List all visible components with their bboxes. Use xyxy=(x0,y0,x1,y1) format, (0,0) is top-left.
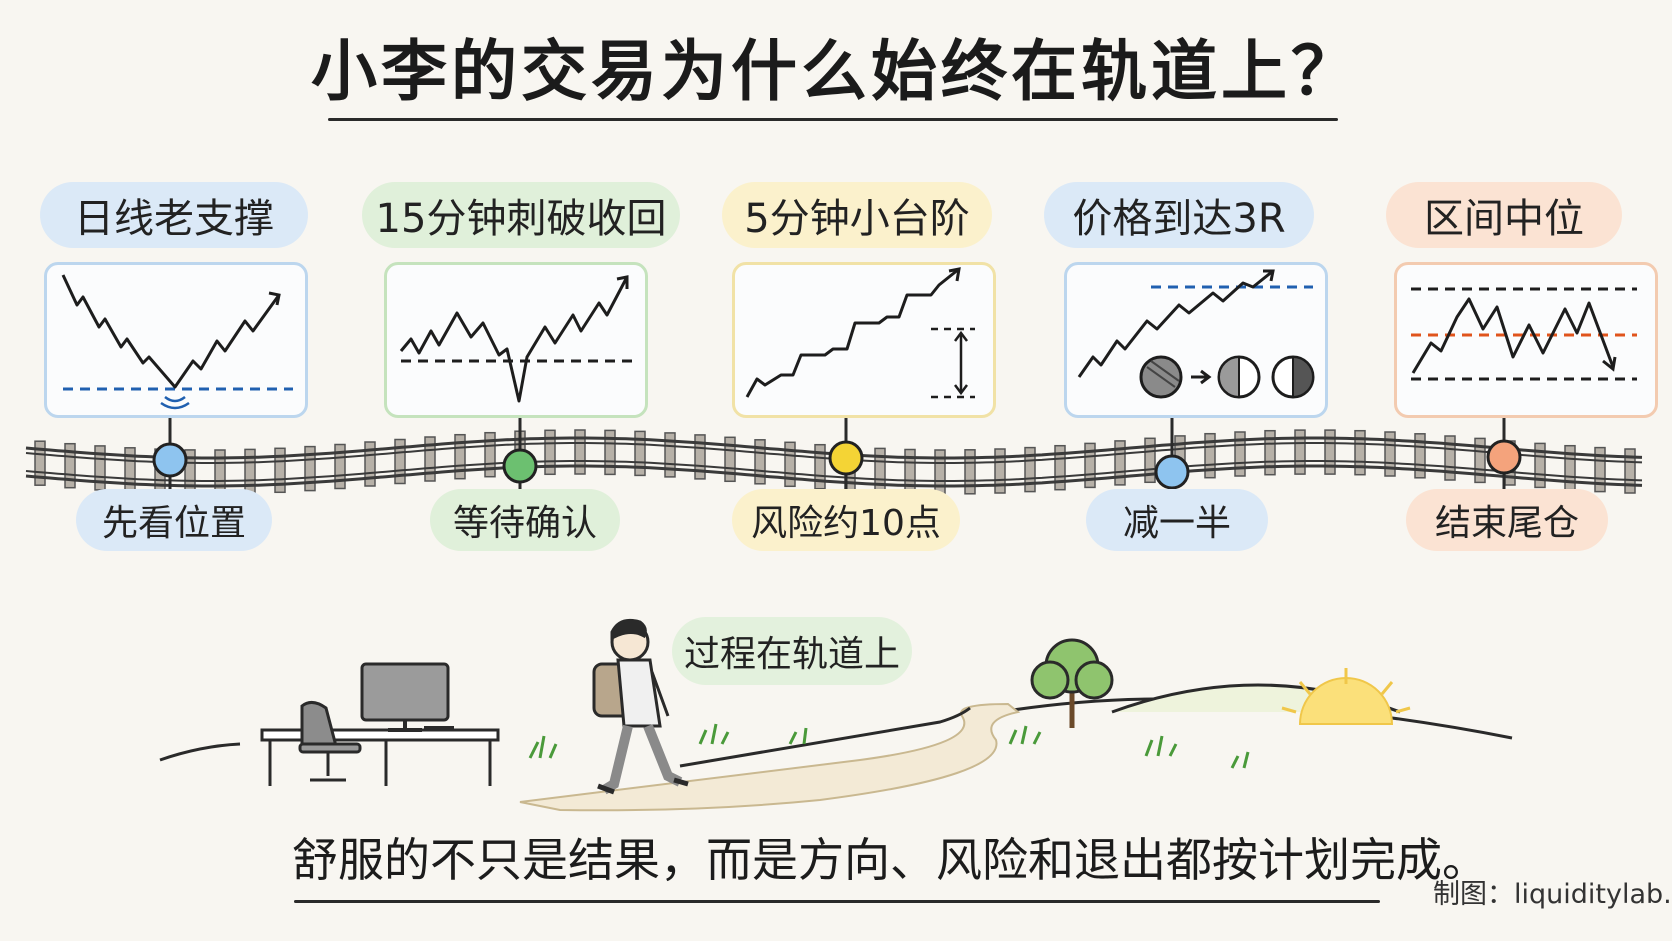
track-sleeper-37 xyxy=(1144,437,1156,484)
track-sleeper-13 xyxy=(424,436,436,482)
track-sleeper-31 xyxy=(964,449,976,495)
computer-monitor-icon xyxy=(360,662,454,732)
track-sleeper-0 xyxy=(34,440,46,486)
track-sleeper-34 xyxy=(1054,444,1066,491)
track-sleeper-33 xyxy=(1024,446,1036,493)
track-sleeper-21 xyxy=(664,432,676,478)
speech-bubble: 过程在轨道上 xyxy=(672,617,912,685)
grass-tufts xyxy=(528,723,1250,769)
stage-1-heading: 日线老支撑 xyxy=(40,182,308,248)
track-sleeper-43 xyxy=(1324,429,1336,475)
track-sleeper-10 xyxy=(334,443,346,490)
track-sleeper-52 xyxy=(1594,446,1606,493)
sun-rays xyxy=(1281,668,1411,714)
false-break-sketch xyxy=(399,275,633,403)
stage-4-step-label: 减一半 xyxy=(1086,489,1268,551)
track-sleeper-32 xyxy=(994,448,1006,494)
track-sleeper-25 xyxy=(784,441,796,488)
tree-icon xyxy=(1030,638,1114,728)
office-chair-icon xyxy=(298,701,362,782)
track-sleeper-47 xyxy=(1444,435,1456,481)
path-edge xyxy=(679,706,971,768)
track-sleeper-36 xyxy=(1114,440,1126,486)
step-pattern-sketch xyxy=(745,267,975,399)
track-sleeper-22 xyxy=(694,434,706,480)
support-bounce-sketch xyxy=(61,274,293,410)
track-sleeper-42 xyxy=(1294,429,1306,475)
stage-3-heading: 5分钟小台阶 xyxy=(722,182,992,248)
track-sleeper-39 xyxy=(1204,432,1216,479)
track-sleeper-11 xyxy=(364,441,376,487)
stage-5-step-label: 结束尾仓 xyxy=(1406,489,1608,551)
stage-3-chart-panel xyxy=(732,262,996,418)
track-sleeper-46 xyxy=(1414,433,1426,479)
stage-3-step-label: 风险约10点 xyxy=(732,489,960,551)
rail-bottom-inner xyxy=(25,460,1643,482)
track-sleeper-44 xyxy=(1354,429,1366,476)
station-marker-4 xyxy=(1154,454,1190,490)
track-sleeper-24 xyxy=(754,439,766,485)
stage-2-heading: 15分钟刺破收回 xyxy=(362,182,680,248)
track-sleeper-15 xyxy=(484,431,496,478)
track-sleeper-50 xyxy=(1534,442,1546,489)
track-sleeper-18 xyxy=(574,429,586,475)
winding-path xyxy=(519,702,1021,812)
track-sleeper-23 xyxy=(724,436,736,483)
track-sleeper-48 xyxy=(1474,437,1486,484)
range-midpoint-sketch xyxy=(1411,287,1637,381)
page-title: 小李的交易为什么始终在轨道上？ xyxy=(311,33,1361,110)
track-sleeper-19 xyxy=(604,429,616,476)
title-underline xyxy=(328,118,1338,121)
caption-underline xyxy=(294,900,1380,903)
sun-icon xyxy=(1298,677,1394,725)
track-sleeper-35 xyxy=(1084,442,1096,489)
track-sleeper-14 xyxy=(454,433,466,480)
stage-1-chart-panel xyxy=(44,262,308,418)
track-sleeper-17 xyxy=(544,429,556,476)
stage-2-chart-panel xyxy=(384,262,648,418)
track-sleeper-8 xyxy=(274,447,286,494)
track-sleeper-20 xyxy=(634,430,646,477)
track-sleeper-1 xyxy=(64,442,76,489)
target-reach-sketch xyxy=(1077,269,1315,399)
track-sleeper-53 xyxy=(1624,448,1636,494)
stage-2-step-label: 等待确认 xyxy=(430,489,620,551)
stage-4-chart-panel xyxy=(1064,262,1328,418)
credit-label: 制图：liquiditylab.org xyxy=(1433,879,1672,910)
station-marker-5 xyxy=(1486,439,1522,475)
stage-5-chart-panel xyxy=(1394,262,1658,418)
stage-5-heading: 区间中位 xyxy=(1386,182,1622,248)
station-marker-1 xyxy=(152,442,188,478)
track-sleeper-12 xyxy=(394,438,406,485)
track-sleeper-41 xyxy=(1264,429,1276,476)
station-marker-3 xyxy=(828,440,864,476)
bottom-caption: 舒服的不只是结果，而是方向、风险和退出都按计划完成。 xyxy=(292,833,1488,887)
rail-bottom xyxy=(25,464,1643,488)
track-sleeper-26 xyxy=(814,443,826,490)
track-sleeper-9 xyxy=(304,445,316,492)
ground-line-left xyxy=(159,742,241,762)
desk-illustration xyxy=(260,728,500,786)
track-sleeper-45 xyxy=(1384,431,1396,477)
station-marker-2 xyxy=(502,448,538,484)
stage-4-heading: 价格到达3R xyxy=(1044,182,1314,248)
track-sleeper-40 xyxy=(1234,431,1246,477)
walking-person-icon xyxy=(592,618,689,795)
stage-1-step-label: 先看位置 xyxy=(76,489,272,551)
